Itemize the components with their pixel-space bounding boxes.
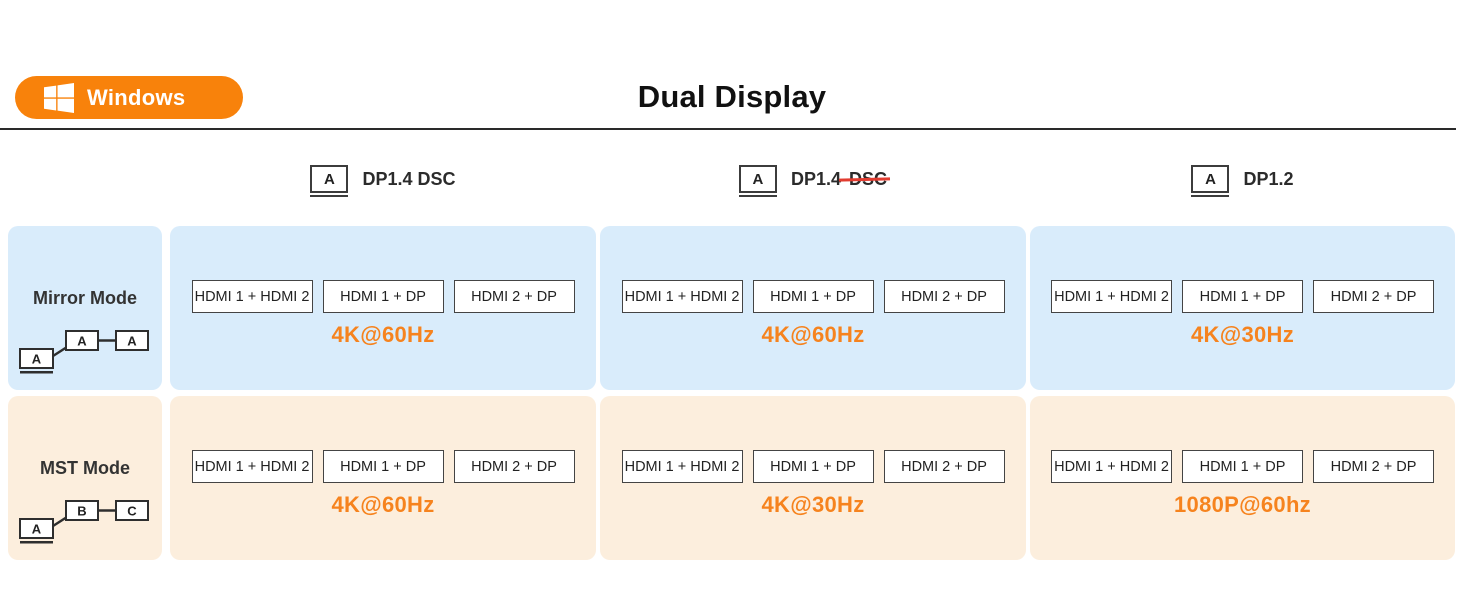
resolution-value: 4K@60Hz [331, 322, 435, 347]
column-title-struck-text: DSC [849, 168, 888, 189]
port-combo-row: HDMI 1 + HDMI 2 HDMI 1 + DP HDMI 2 + DP [1051, 280, 1434, 313]
column-header-dp14-no-dsc: A DP1.4 DSC [600, 163, 1026, 197]
port-combo: HDMI 1 + HDMI 2 [621, 450, 743, 483]
port-combo: HDMI 1 + DP [752, 280, 874, 313]
port-combo: HDMI 1 + DP [1182, 280, 1303, 313]
mirror-mode-topology-diagram: A A A [19, 330, 149, 374]
port-combo: HDMI 2 + DP [1313, 280, 1434, 313]
resolution-value: 1080P@60hz [1174, 492, 1311, 517]
port-combo-row: HDMI 1 + HDMI 2 HDMI 1 + DP HDMI 2 + DP [621, 450, 1005, 483]
cell-mirror-dp14dsc: HDMI 1 + HDMI 2 HDMI 1 + DP HDMI 2 + DP … [170, 226, 596, 390]
column-title: DP1.4 DSC [362, 168, 456, 189]
port-combo-row: HDMI 1 + HDMI 2 HDMI 1 + DP HDMI 2 + DP [191, 280, 575, 313]
source-device-label: A [32, 352, 42, 367]
port-combo: HDMI 1 + HDMI 2 [191, 450, 313, 483]
cell-mst-dp14: HDMI 1 + HDMI 2 HDMI 1 + DP HDMI 2 + DP … [600, 396, 1026, 560]
header-divider [0, 128, 1456, 130]
port-combo: HDMI 2 + DP [1313, 450, 1434, 483]
port-combo-row: HDMI 1 + HDMI 2 HDMI 1 + DP HDMI 2 + DP [1051, 450, 1434, 483]
port-combo: HDMI 1 + DP [322, 450, 444, 483]
display-1-label: A [77, 334, 87, 349]
windows-logo-icon [44, 82, 74, 113]
row-label-mirror-mode: Mirror Mode A A A [8, 226, 162, 390]
monitor-a-icon: A [738, 165, 777, 197]
row-mode-name: MST Mode [40, 458, 130, 478]
resolution-value: 4K@30Hz [761, 492, 865, 517]
column-title: DP1.4 DSC [791, 169, 887, 190]
port-combo: HDMI 1 + HDMI 2 [1051, 280, 1172, 313]
port-combo-row: HDMI 1 + HDMI 2 HDMI 1 + DP HDMI 2 + DP [191, 450, 575, 483]
port-combo: HDMI 2 + DP [453, 450, 575, 483]
port-combo: HDMI 2 + DP [883, 280, 1005, 313]
row-mode-name: Mirror Mode [32, 288, 137, 308]
cell-mst-dp12: HDMI 1 + HDMI 2 HDMI 1 + DP HDMI 2 + DP … [1030, 396, 1455, 560]
display-1-label: B [77, 504, 86, 519]
port-combo: HDMI 2 + DP [453, 280, 575, 313]
monitor-label: A [1205, 170, 1216, 188]
cell-mirror-dp14: HDMI 1 + HDMI 2 HDMI 1 + DP HDMI 2 + DP … [600, 226, 1026, 390]
column-title-text: DP1.4 [790, 168, 841, 189]
port-combo: HDMI 1 + HDMI 2 [191, 280, 313, 313]
port-combo-row: HDMI 1 + HDMI 2 HDMI 1 + DP HDMI 2 + DP [621, 280, 1005, 313]
monitor-label: A [324, 170, 335, 188]
port-combo: HDMI 1 + DP [1182, 450, 1303, 483]
column-header-dp14-dsc: A DP1.4 DSC [170, 163, 596, 197]
port-combo: HDMI 1 + HDMI 2 [1051, 450, 1172, 483]
source-device-label: A [32, 522, 42, 537]
port-combo: HDMI 1 + DP [322, 280, 444, 313]
platform-label: Windows [87, 84, 186, 110]
resolution-value: 4K@30Hz [1190, 322, 1295, 347]
port-combo: HDMI 1 + HDMI 2 [621, 280, 743, 313]
page-title: Dual Display [637, 79, 827, 114]
cell-mirror-dp12: HDMI 1 + HDMI 2 HDMI 1 + DP HDMI 2 + DP … [1030, 226, 1455, 390]
column-title: DP1.2 [1243, 168, 1294, 189]
monitor-a-icon: A [310, 165, 349, 197]
monitor-label: A [752, 170, 764, 188]
display-2-label: C [127, 504, 137, 519]
resolution-value: 4K@60Hz [331, 492, 435, 517]
port-combo: HDMI 2 + DP [883, 450, 1005, 483]
windows-platform-badge: Windows [15, 76, 243, 119]
column-header-dp12: A DP1.2 [1030, 163, 1455, 197]
row-label-mst-mode: MST Mode A B C [8, 396, 162, 560]
cell-mst-dp14dsc: HDMI 1 + HDMI 2 HDMI 1 + DP HDMI 2 + DP … [170, 396, 596, 560]
display-2-label: A [127, 334, 137, 349]
port-combo: HDMI 1 + DP [752, 450, 874, 483]
monitor-a-icon: A [1191, 165, 1230, 197]
mst-mode-topology-diagram: A B C [19, 500, 149, 544]
resolution-value: 4K@60Hz [761, 322, 865, 347]
